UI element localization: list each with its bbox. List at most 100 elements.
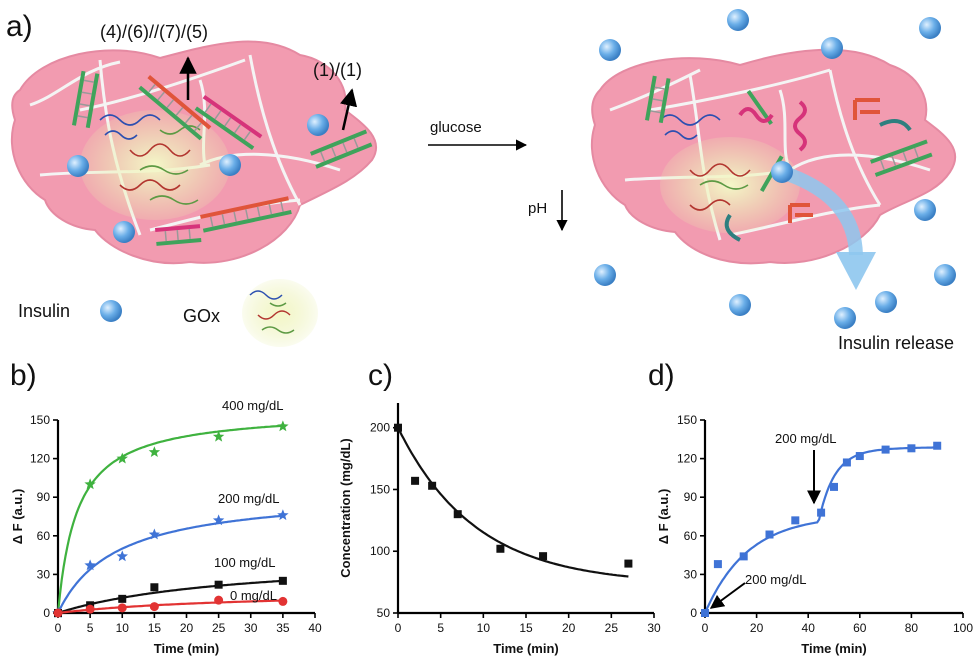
y-tick-label: 0 <box>690 606 697 620</box>
y-axis-title: Concentration (mg/dL) <box>338 438 353 577</box>
x-tick-label: 25 <box>605 621 619 635</box>
data-point <box>149 602 159 612</box>
data-point <box>539 552 548 561</box>
x-tick-label: 0 <box>395 621 402 635</box>
y-tick-label: 90 <box>37 490 51 504</box>
data-point <box>118 594 127 603</box>
data-point <box>713 560 722 569</box>
data-point <box>212 430 225 442</box>
x-tick-label: 30 <box>647 621 661 635</box>
x-tick-label: 30 <box>244 621 258 635</box>
panel-a: a) <box>6 9 957 353</box>
data-point <box>84 559 96 571</box>
data-point <box>117 603 127 613</box>
y-axis-title: Δ F (a.u.) <box>656 489 671 545</box>
fit-curve <box>397 427 629 578</box>
series-label: 400 mg/dL <box>222 398 283 413</box>
data-point <box>394 423 402 432</box>
release-arrow-shaft <box>787 168 863 256</box>
panel-label: d) <box>648 359 675 392</box>
label-ph: pH <box>528 200 547 217</box>
dna-ladders-left <box>72 70 373 246</box>
insulin-right <box>594 9 956 329</box>
y-tick-label: 150 <box>677 413 697 427</box>
data-point <box>212 514 225 526</box>
hydrogel-right: Insulin release <box>590 9 957 353</box>
data-point <box>907 444 916 453</box>
x-tick-label: 80 <box>905 621 919 635</box>
label-glucose: glucose <box>430 119 482 136</box>
x-tick-label: 40 <box>308 621 322 635</box>
x-axis-title: Time (min) <box>154 641 220 656</box>
insulin-left <box>67 114 329 243</box>
gox-protein-left <box>99 114 201 205</box>
data-point <box>933 441 942 450</box>
x-tick-label: 15 <box>148 621 162 635</box>
series-label: 0 mg/dL <box>230 588 277 603</box>
y-tick-label: 100 <box>370 544 390 558</box>
data-point <box>765 530 774 539</box>
panel-a-label: a) <box>6 10 33 43</box>
x-tick-label: 20 <box>562 621 576 635</box>
y-tick-label: 30 <box>37 567 51 581</box>
data-point <box>739 552 748 561</box>
panel-label: b) <box>10 359 37 392</box>
label-insulin-release: Insulin release <box>838 333 954 353</box>
data-point <box>428 481 437 490</box>
gox-cluster-left <box>80 110 230 220</box>
data-point <box>842 458 851 467</box>
legend-insulin-label: Insulin <box>18 301 70 321</box>
gox-protein-right <box>659 114 751 211</box>
y-tick-label: 90 <box>684 490 698 504</box>
label-side-strands: (1)/(1) <box>313 60 362 80</box>
fit-curve <box>703 446 938 614</box>
data-point <box>116 452 128 464</box>
data-point <box>214 580 223 589</box>
x-tick-label: 60 <box>853 621 867 635</box>
annotation-label: 200 mg/dL <box>745 572 806 587</box>
data-point <box>791 516 800 525</box>
x-tick-label: 20 <box>750 621 764 635</box>
y-tick-label: 50 <box>377 606 391 620</box>
y-tick-label: 150 <box>370 482 390 496</box>
panel-a-legend: Insulin GOx <box>18 279 318 347</box>
arrow-up-side <box>340 88 358 131</box>
x-tick-label: 40 <box>802 621 816 635</box>
data-point <box>278 576 287 585</box>
release-arrow-head <box>836 252 876 290</box>
y-tick-label: 60 <box>684 529 698 543</box>
data-point <box>214 595 224 605</box>
data-point <box>881 445 890 454</box>
y-tick-label: 150 <box>30 413 50 427</box>
data-point <box>84 478 96 490</box>
data-point <box>85 604 95 614</box>
annotation-label: 200 mg/dL <box>775 431 836 446</box>
annotation-arrow <box>709 582 746 609</box>
x-tick-label: 100 <box>953 621 973 635</box>
x-axis-title: Time (min) <box>801 641 867 656</box>
data-point <box>277 509 289 521</box>
data-point <box>830 482 838 491</box>
data-point <box>278 596 288 606</box>
x-tick-label: 5 <box>87 621 94 635</box>
data-point <box>701 609 709 617</box>
legend-gox-label: GOx <box>183 306 220 326</box>
y-tick-label: 30 <box>684 567 698 581</box>
legend-gox-icon <box>242 279 318 347</box>
fit-curve <box>57 579 284 615</box>
x-tick-label: 5 <box>437 621 444 635</box>
data-point <box>148 528 161 540</box>
x-tick-label: 0 <box>702 621 709 635</box>
data-point <box>116 550 128 562</box>
legend-insulin-icon <box>100 300 122 322</box>
y-tick-label: 0 <box>43 606 50 620</box>
x-tick-label: 15 <box>519 621 533 635</box>
data-point <box>496 544 505 553</box>
y-tick-label: 120 <box>677 452 697 466</box>
fit-curve <box>57 599 283 615</box>
y-tick-label: 200 <box>370 421 390 435</box>
